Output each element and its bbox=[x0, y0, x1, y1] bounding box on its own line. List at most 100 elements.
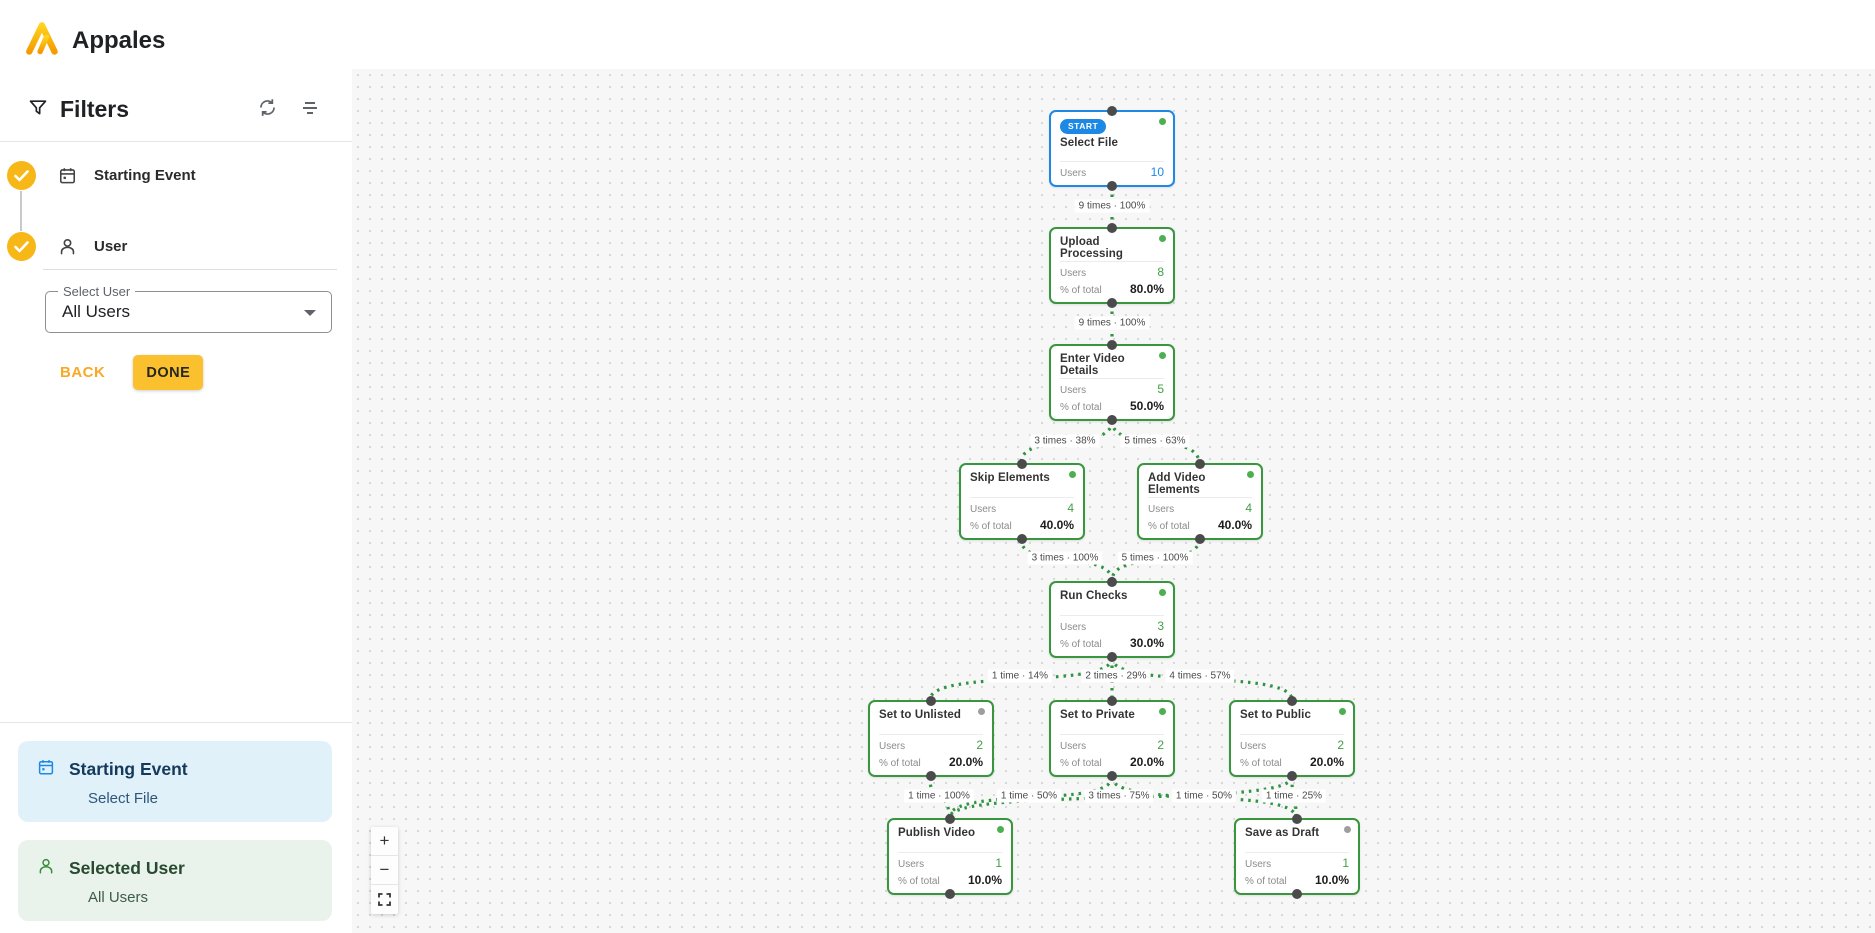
step-label: User bbox=[94, 238, 128, 255]
stat-label: % of total bbox=[1060, 758, 1102, 769]
filters-title: Filters bbox=[60, 95, 130, 122]
node-divider bbox=[1060, 261, 1164, 262]
node-handle-top[interactable] bbox=[1292, 814, 1302, 824]
stat-label: Users bbox=[898, 859, 925, 870]
stat-value: 1 bbox=[995, 856, 1002, 870]
node-handle-top[interactable] bbox=[1107, 106, 1117, 116]
sidebar-step-user[interactable]: User bbox=[0, 232, 352, 261]
node-handle-bottom[interactable] bbox=[1107, 298, 1117, 308]
node-title: Add Video Elements bbox=[1148, 472, 1206, 496]
start-badge: START bbox=[1060, 119, 1107, 134]
node-handle-top[interactable] bbox=[1107, 577, 1117, 587]
stat-value: 2 bbox=[1337, 738, 1344, 752]
edge-label: 5 times · 63% bbox=[1120, 434, 1190, 448]
summary-card-title: Selected User bbox=[69, 858, 185, 878]
edge-label: 9 times · 100% bbox=[1074, 316, 1150, 330]
stat-label: Users bbox=[1060, 741, 1087, 752]
summary-card-selected-user[interactable]: Selected User All Users bbox=[18, 840, 332, 921]
edge-label: 2 times · 29% bbox=[1081, 669, 1151, 683]
flow-edge bbox=[1290, 776, 1298, 819]
node-status-dot bbox=[1339, 708, 1346, 715]
node-title: Enter Video Details bbox=[1060, 353, 1125, 377]
node-handle-top[interactable] bbox=[1107, 340, 1117, 350]
calendar-icon bbox=[37, 758, 55, 781]
sidebar-step-starting-event[interactable]: Starting Event bbox=[0, 161, 352, 190]
edge-label: 3 times · 100% bbox=[1027, 551, 1103, 565]
fit-view-button[interactable] bbox=[371, 885, 398, 914]
node-handle-top[interactable] bbox=[1017, 459, 1027, 469]
summary-card-starting-event[interactable]: Starting Event Select File bbox=[18, 741, 332, 822]
appales-logo-icon bbox=[22, 18, 60, 63]
node-status-dot bbox=[1159, 235, 1166, 242]
select-user-value: All Users bbox=[62, 302, 131, 321]
edge-label: 5 times · 100% bbox=[1117, 551, 1193, 565]
node-status-dot bbox=[997, 826, 1004, 833]
stat-value: 50.0% bbox=[1129, 399, 1164, 413]
check-circle-icon bbox=[7, 232, 36, 261]
node-divider bbox=[1245, 852, 1349, 853]
node-handle-top[interactable] bbox=[1287, 696, 1297, 706]
node-divider bbox=[970, 497, 1074, 498]
node-handle-bottom[interactable] bbox=[1107, 415, 1117, 425]
filter-summary: Starting Event Select File Selected User… bbox=[0, 722, 352, 921]
node-handle-top[interactable] bbox=[945, 814, 955, 824]
node-handle-bottom[interactable] bbox=[945, 889, 955, 899]
zoom-in-button[interactable]: + bbox=[371, 827, 398, 856]
stat-value: 10.0% bbox=[967, 873, 1002, 887]
node-handle-bottom[interactable] bbox=[1195, 534, 1205, 544]
flow-edge bbox=[947, 776, 1294, 819]
node-handle-top[interactable] bbox=[1107, 223, 1117, 233]
node-handle-bottom[interactable] bbox=[1292, 889, 1302, 899]
stat-value: 20.0% bbox=[1309, 755, 1344, 769]
node-handle-top[interactable] bbox=[1107, 696, 1117, 706]
summary-card-subtitle: Select File bbox=[88, 790, 159, 807]
node-title: Set to Unlisted bbox=[879, 709, 962, 721]
refresh-icon[interactable] bbox=[253, 93, 282, 125]
filter-funnel-icon bbox=[28, 97, 48, 122]
node-handle-top[interactable] bbox=[926, 696, 936, 706]
node-handle-bottom[interactable] bbox=[1107, 181, 1117, 191]
node-handle-bottom[interactable] bbox=[926, 771, 936, 781]
node-title: Save as Draft bbox=[1245, 827, 1320, 839]
flow-edge bbox=[928, 657, 1114, 701]
node-title: Select File bbox=[1060, 137, 1118, 149]
node-handle-bottom[interactable] bbox=[1107, 771, 1117, 781]
node-handle-bottom[interactable] bbox=[1107, 652, 1117, 662]
back-button[interactable]: BACK bbox=[60, 364, 106, 381]
stat-value: 5 bbox=[1157, 382, 1164, 396]
filters-divider bbox=[0, 141, 352, 142]
done-button[interactable]: DONE bbox=[133, 355, 204, 390]
edge-label: 1 time · 25% bbox=[1261, 789, 1327, 803]
flow-canvas[interactable]: + − 9 times · 100%9 times · 100%3 times … bbox=[352, 69, 1875, 933]
select-user-dropdown[interactable]: Select User All Users bbox=[45, 284, 332, 333]
node-handle-top[interactable] bbox=[1195, 459, 1205, 469]
node-title: Run Checks bbox=[1060, 590, 1128, 602]
node-handle-bottom[interactable] bbox=[1287, 771, 1297, 781]
node-handle-bottom[interactable] bbox=[1017, 534, 1027, 544]
stat-value: 10 bbox=[1150, 165, 1164, 179]
sort-icon[interactable] bbox=[296, 96, 324, 123]
summary-card-subtitle: All Users bbox=[88, 889, 149, 906]
node-divider bbox=[1148, 497, 1252, 498]
zoom-out-button[interactable]: − bbox=[371, 856, 398, 885]
node-status-dot bbox=[1159, 589, 1166, 596]
stat-value: 4 bbox=[1245, 501, 1252, 515]
node-divider bbox=[1060, 615, 1164, 616]
check-circle-icon bbox=[7, 161, 36, 190]
